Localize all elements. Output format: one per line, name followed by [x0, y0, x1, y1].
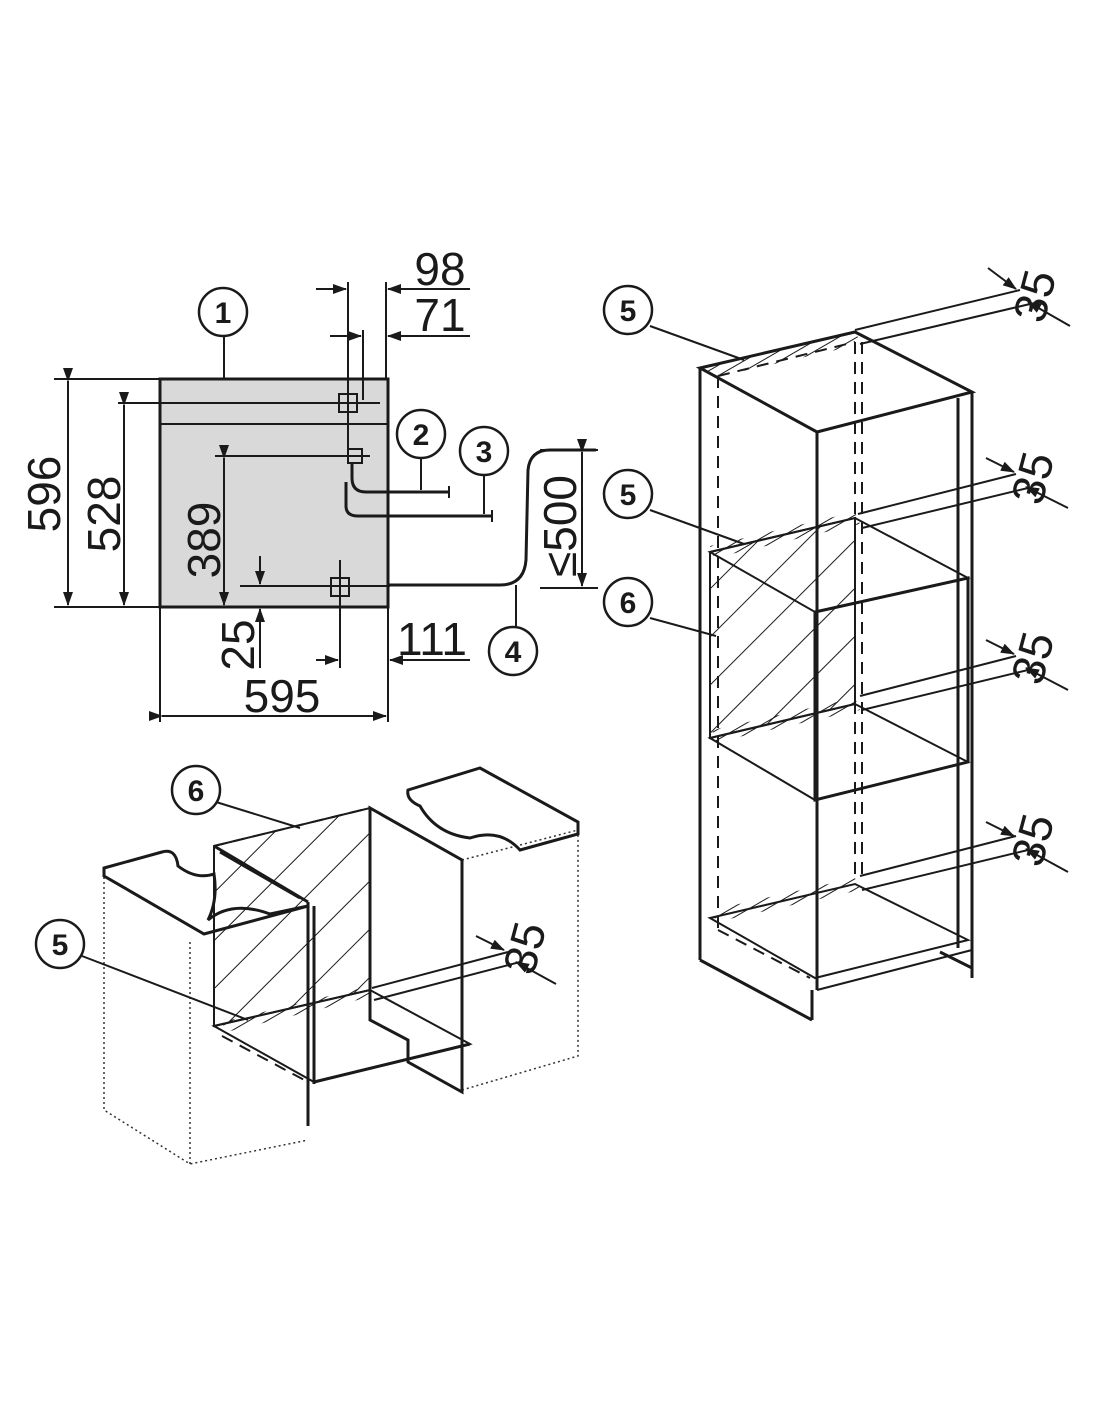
tall-callout-5-top-label: 5	[620, 295, 637, 328]
tall-callout-5-mid-label: 5	[620, 479, 637, 512]
base-right-panel	[368, 805, 464, 1095]
tall-unit-view: 35 35 35 35 5 5 6	[602, 264, 1071, 1022]
dim-25-label: 25	[212, 619, 264, 670]
dim-595-label: 595	[244, 670, 321, 722]
base-unit-view: 35 6 5	[34, 764, 580, 1165]
dim-98-label: 98	[414, 243, 465, 295]
tall-dim-35-d: 35	[1001, 808, 1064, 871]
base-callout-5-circle	[34, 918, 86, 970]
callout-1-label: 1	[215, 297, 232, 330]
tall-callout-6-label: 6	[620, 587, 637, 620]
tall-vent-strip-top	[704, 332, 862, 378]
tall-vent-strip-mid	[710, 512, 860, 558]
callout-4-circle	[487, 625, 539, 677]
tall-floor	[707, 882, 971, 980]
appliance-front	[158, 377, 390, 609]
front-view: 596 528 389 25 ≤500 595 111 98 71 1 2 3 …	[18, 243, 598, 722]
dim-111-label: 111	[397, 613, 467, 665]
callout-4-label: 4	[505, 636, 522, 669]
dim-71-label: 71	[414, 289, 465, 341]
tall-niche-front	[813, 576, 970, 802]
callout-1-circle	[197, 286, 249, 338]
tall-callout-5-mid-circle	[602, 468, 654, 520]
right-worktop	[406, 766, 580, 852]
dim-389-label: 389	[178, 502, 230, 579]
dim-528-label: 528	[78, 476, 130, 553]
base-dim-35: 35	[493, 916, 556, 979]
tall-callout-5-top-circle	[602, 284, 654, 336]
callout-3-label: 3	[476, 436, 493, 469]
base-callout-6-circle	[170, 764, 222, 816]
connection-mid	[215, 448, 493, 522]
dim-500-label: ≤500	[534, 475, 586, 577]
base-vent-strip	[222, 986, 374, 1032]
callout-3-circle	[458, 425, 510, 477]
tall-vent-strip-low	[712, 698, 860, 742]
tall-vent-strip-floor	[712, 878, 860, 922]
dim-596-label: 596	[18, 456, 70, 533]
tall-dim-35-b: 35	[1001, 446, 1064, 509]
base-callout-5-label: 5	[52, 929, 69, 962]
callout-2-circle	[395, 408, 447, 460]
tall-dim-35-c: 35	[1001, 626, 1064, 689]
base-callout-6-label: 6	[188, 775, 205, 808]
tall-callout-6-circle	[602, 576, 654, 628]
callout-2-label: 2	[413, 419, 430, 452]
